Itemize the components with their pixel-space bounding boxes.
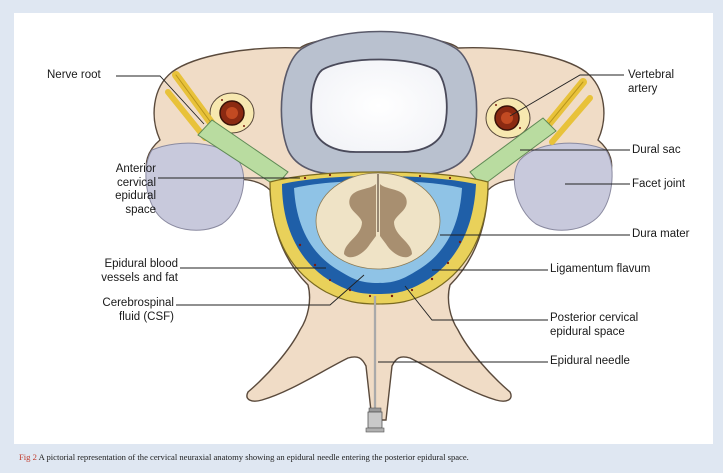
label-vertebral-artery: Vertebral artery: [628, 69, 674, 96]
label-epidural-blood-vessels: Epidural blood vessels and fat: [64, 258, 178, 285]
label-nerve-root: Nerve root: [47, 69, 101, 83]
label-facet-joint: Facet joint: [632, 178, 685, 192]
figure-panel: Nerve root Vertebral artery Dural sac An…: [14, 13, 713, 444]
label-anterior-epidural-space: Anterior cervical epidural space: [76, 163, 156, 217]
label-dura-mater: Dura mater: [632, 228, 690, 242]
label-ligamentum-flavum: Ligamentum flavum: [550, 263, 650, 277]
cervical-anatomy-diagram: [14, 13, 713, 444]
figure-caption: Fig 2 A pictorial representation of the …: [19, 452, 709, 462]
label-csf: Cerebrospinal fluid (CSF): [70, 297, 174, 324]
caption-text: A pictorial representation of the cervic…: [37, 452, 469, 462]
figure-number: Fig 2: [19, 452, 37, 462]
facet-joint-right: [514, 143, 612, 230]
label-posterior-epidural-space: Posterior cervical epidural space: [550, 312, 638, 339]
nucleus: [311, 60, 447, 153]
facet-joint-left: [146, 143, 244, 230]
label-epidural-needle: Epidural needle: [550, 355, 630, 369]
label-dural-sac: Dural sac: [632, 144, 681, 158]
